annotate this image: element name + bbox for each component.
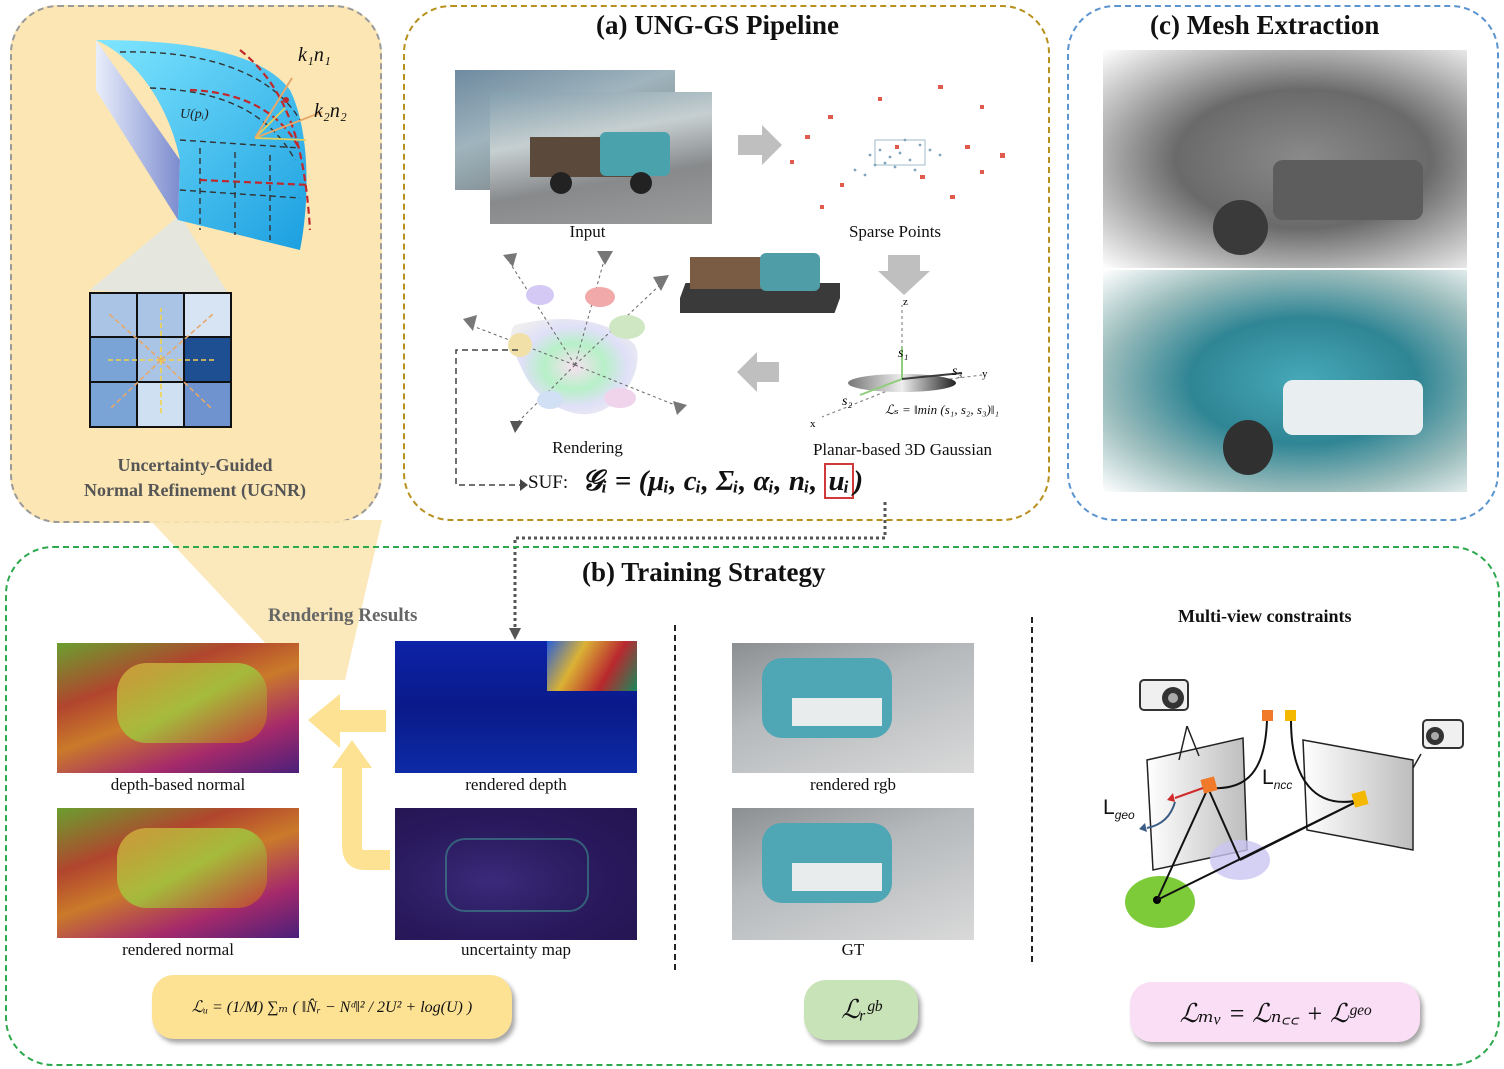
neighborhood-grid — [89, 292, 232, 428]
mesh-color-image — [1103, 270, 1467, 492]
rendered-normal-image — [57, 808, 299, 938]
multiview-loss-box: ℒₘᵥ = ℒₙ꜀꜀ + ℒᵍᵉᵒ — [1130, 982, 1420, 1042]
input-label: Input — [569, 222, 606, 241]
ls-formula: ℒₛ = ‖min (s₁, s₂, s₃)‖₁ — [885, 402, 999, 417]
sparse-points-label: Sparse Points — [848, 222, 942, 241]
l-geo-label: Lgeo — [1103, 796, 1135, 822]
curved-surface-illustration: U(pᵢ) — [96, 40, 323, 250]
k2n2-label: k₂n₂ — [314, 100, 347, 122]
l-geo-main: L — [1103, 796, 1115, 819]
multiview-loss-formula: ℒₘᵥ = ℒₙ꜀꜀ + ℒᵍᵉᵒ — [1179, 999, 1371, 1028]
l-ncc-sub: ncc — [1273, 778, 1293, 793]
rendering-label: Rendering — [552, 438, 623, 457]
s1-label: s₁ — [898, 346, 908, 361]
uncertainty-map-label: uncertainty map — [461, 940, 571, 959]
mesh-panel — [1067, 5, 1499, 521]
axis-y: y — [982, 368, 988, 380]
arrow-gaussian-to-rendering — [737, 352, 779, 392]
multiview-diagram — [1125, 679, 1464, 928]
rendering-results-heading: Rendering Results — [268, 605, 418, 626]
rendered-rgb-label: rendered rgb — [809, 775, 897, 794]
gt-label: GT — [841, 940, 865, 959]
reconstructed-truck-image — [680, 245, 840, 313]
depth-based-normal-image — [57, 643, 299, 773]
suf-formula-main: 𝒢ᵢ = (μᵢ, cᵢ, Σᵢ, αᵢ, nᵢ, — [582, 465, 825, 497]
training-panel — [5, 546, 1500, 1066]
arrow-input-to-sparse — [738, 125, 782, 165]
suf-uncertainty-term: uᵢ — [824, 463, 854, 499]
mesh-title: (c) Mesh Extraction — [1150, 10, 1380, 40]
rendered-rgb-image — [732, 643, 974, 773]
k1n1-label: k₁n₁ — [298, 44, 331, 66]
uncertainty-map-image — [395, 808, 637, 940]
l-ncc-main: L — [1262, 766, 1274, 789]
s3-label: s₃ — [952, 364, 962, 379]
uncertainty-loss-box: ℒᵤ = (1/M) ∑ₘ ( ‖N̂ᵣ − Nᵈ‖² / 2U² + log(… — [152, 975, 512, 1039]
multiview-heading: Multi-view constraints — [1178, 606, 1352, 626]
l-geo-sub: geo — [1114, 808, 1135, 823]
rendering-gaussians-diagram — [463, 251, 687, 433]
planar-gaussian-label: Planar-based 3D Gaussian — [812, 440, 993, 459]
u-p-label: U(pᵢ) — [180, 107, 209, 122]
training-title: (b) Training Strategy — [582, 557, 826, 587]
l-ncc-label: Lncc — [1262, 766, 1292, 792]
separator-right — [1031, 617, 1033, 962]
rendered-depth-image — [395, 641, 637, 773]
ugnr-title-line2: Normal Refinement (UGNR) — [84, 480, 306, 500]
arrow-sparse-to-gaussian — [878, 255, 930, 295]
pipeline-title: (a) UNG-GS Pipeline — [596, 10, 839, 40]
rgb-loss-formula: ℒᵣᵍᵇ — [841, 995, 881, 1024]
ugnr-title-line1: Uncertainty-Guided — [117, 455, 273, 475]
input-image-front — [490, 92, 712, 224]
pipeline-panel — [403, 5, 1050, 521]
camera-left-icon — [1139, 679, 1189, 711]
uncertainty-to-depth-connector — [509, 502, 887, 640]
gt-image — [732, 808, 974, 940]
depth-based-normal-label: depth-based normal — [110, 775, 246, 794]
axis-z: z — [903, 296, 908, 308]
rendered-depth-label: rendered depth — [465, 775, 567, 794]
uncertainty-loss-formula: ℒᵤ = (1/M) ∑ₘ ( ‖N̂ᵣ − Nᵈ‖² / 2U² + log(… — [191, 999, 473, 1016]
sparse-points-image — [790, 85, 1005, 209]
rendered-normal-label: rendered normal — [122, 940, 234, 959]
separator-left — [674, 625, 676, 970]
s2-label: s₂ — [842, 394, 852, 409]
refinement-arrows — [308, 694, 390, 870]
suf-formula: 𝒢ᵢ = (μᵢ, cᵢ, Σᵢ, αᵢ, nᵢ, uᵢ) — [582, 463, 864, 499]
camera-right-icon — [1422, 719, 1464, 749]
suf-close: ) — [853, 465, 864, 497]
suf-prefix: SUF: — [528, 472, 569, 493]
mesh-gray-image — [1103, 50, 1467, 268]
axis-x: x — [810, 418, 816, 430]
planar-gaussian-diagram: z y x s₁ s₃ s₂ — [810, 296, 988, 430]
suf-feedback-arrow — [455, 349, 528, 491]
rgb-loss-box: ℒᵣᵍᵇ — [804, 980, 918, 1040]
